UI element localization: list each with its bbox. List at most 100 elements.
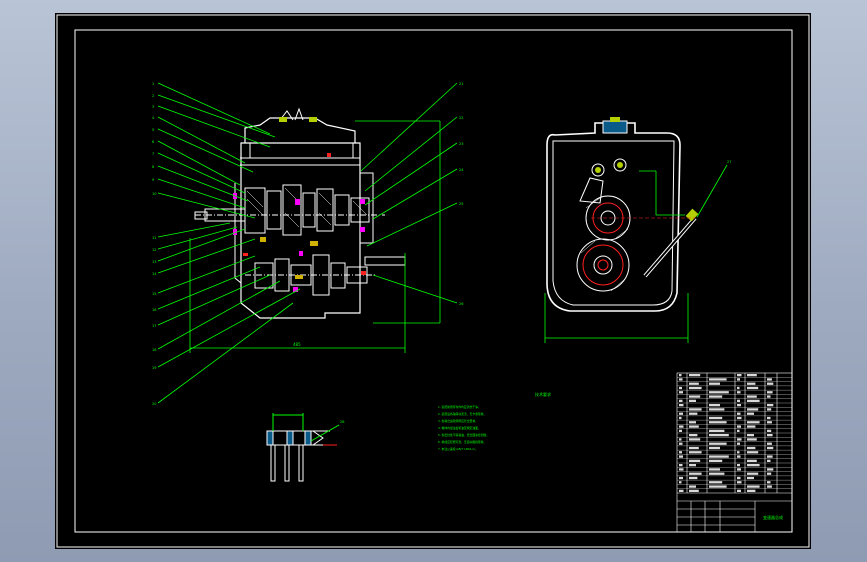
svg-text:3: 3 (152, 105, 154, 109)
inner-frame (74, 29, 793, 533)
bom-cell-mark (709, 382, 720, 385)
bom-cell-mark (737, 399, 740, 402)
bom-cell-mark (689, 489, 699, 492)
note-2: 2. 装配后各轴转动灵活，无卡滞现象。 (438, 412, 486, 416)
bom-cell-mark (747, 425, 756, 428)
svg-text:16: 16 (152, 308, 156, 312)
bom-cell-mark (679, 481, 682, 484)
bom-cell-mark (679, 412, 683, 415)
bom-cell-mark (747, 408, 759, 411)
bom-cell-mark (767, 472, 772, 475)
cad-canvas[interactable]: 485 (55, 13, 811, 549)
svg-text:2: 2 (152, 94, 154, 98)
outer-frame (56, 14, 810, 548)
bom-cell-mark (689, 434, 698, 437)
note-7: 7. 未注公差按 GB/T 1804-m。 (438, 447, 478, 451)
bom-cell-mark (709, 442, 727, 445)
bom-cell-mark (767, 378, 772, 381)
bom-cell-mark (709, 485, 727, 488)
bom-cell-mark (747, 395, 757, 398)
svg-text:17: 17 (152, 324, 156, 328)
bom-cell-mark (767, 395, 771, 398)
bom-cell-mark (689, 485, 696, 488)
notes-title: 技术要求 (535, 391, 551, 397)
bom-cell-mark (747, 438, 757, 441)
bom-cell-mark (767, 429, 772, 432)
bom-cell-mark (767, 434, 773, 437)
bom-cell-mark (709, 395, 723, 398)
title-block (677, 501, 756, 532)
svg-text:25: 25 (459, 202, 463, 206)
bom-cell-mark (767, 421, 772, 424)
bom-cell-mark (679, 425, 684, 428)
bom-cell-mark (747, 476, 754, 480)
bom-cell-mark (737, 404, 741, 407)
note-4: 4. 箱体内加注齿轮油至规定油面。 (438, 426, 481, 430)
bom-cell-mark (709, 468, 720, 471)
note-6: 6. 换挡应轻便可靠，无自动脱挡现象。 (438, 440, 486, 444)
bom-cell-mark (689, 421, 696, 424)
bom-cell-mark (747, 412, 754, 415)
bom-cell-mark (747, 485, 760, 488)
bom-cell-mark (689, 412, 698, 415)
svg-text:13: 13 (152, 260, 156, 264)
bom-cell-mark (709, 378, 727, 381)
bom-cell-mark (679, 378, 683, 381)
svg-text:23: 23 (459, 142, 463, 146)
gearbox-side-view: 27 (544, 117, 731, 343)
bom-cell-mark (747, 386, 759, 390)
bom-cell-mark (767, 455, 773, 458)
bom-cell-mark (679, 391, 683, 394)
bom-cell-mark (679, 416, 682, 420)
bom-cell-mark (737, 489, 741, 492)
bom-cell-mark (767, 404, 774, 407)
note-5: 5. 各密封处不得漏油，结合面涂密封胶。 (438, 433, 489, 437)
bom-cell-mark (737, 442, 740, 445)
svg-text:12: 12 (152, 248, 156, 252)
bom-cell-mark (747, 459, 757, 462)
bom-cell-mark (689, 408, 702, 411)
bom-cell-mark (709, 481, 723, 484)
bom-cell-mark (747, 399, 760, 402)
bom-cell-mark (689, 472, 702, 475)
technical-notes: 技术要求 1. 装配前所有零件均应清洗干净。 2. 装配后各轴转动灵活，无卡滞现… (438, 391, 551, 451)
svg-text:24: 24 (459, 168, 464, 172)
bom-cell-mark (689, 425, 699, 428)
svg-text:10: 10 (152, 192, 156, 196)
svg-text:1: 1 (152, 82, 154, 86)
bom-cell-mark (689, 374, 701, 377)
bom-cell-mark (709, 404, 720, 407)
bom-cell-mark (747, 489, 756, 492)
bom-cell-mark (767, 382, 774, 385)
bom-cell-mark (679, 399, 683, 402)
svg-text:27: 27 (727, 160, 731, 164)
bom-cell-mark (767, 459, 771, 462)
bom-cell-mark (689, 464, 696, 467)
note-1: 1. 装配前所有零件均应清洗干净。 (438, 405, 481, 409)
bom-cell-mark (679, 464, 683, 467)
bom-rows (677, 377, 792, 489)
svg-text:9: 9 (152, 178, 154, 182)
svg-text:18: 18 (152, 348, 156, 352)
bom-cell-mark (679, 386, 682, 390)
bom-cell-mark (767, 485, 772, 488)
bom-cell-mark (737, 429, 740, 432)
bom-cell-mark (679, 374, 682, 377)
svg-text:28: 28 (340, 420, 344, 424)
svg-text:26: 26 (459, 302, 463, 306)
bom-cell-mark (747, 421, 760, 424)
bom-cell-mark (709, 472, 725, 475)
svg-text:11: 11 (152, 236, 156, 240)
svg-text:21: 21 (459, 82, 463, 86)
bom-cell-mark (679, 404, 684, 407)
bom-cell-mark (709, 459, 723, 462)
bom-cell-mark (737, 416, 742, 420)
bom-cell-mark (747, 446, 756, 450)
bom-cell-mark (689, 399, 696, 402)
bom-cell-mark (737, 386, 740, 390)
bom-cell-mark (709, 408, 725, 411)
bom-cell-mark (767, 416, 771, 420)
bom-cell-mark (767, 481, 771, 484)
bom-cell-mark (689, 459, 701, 462)
detail-view: 28 (266, 413, 344, 482)
